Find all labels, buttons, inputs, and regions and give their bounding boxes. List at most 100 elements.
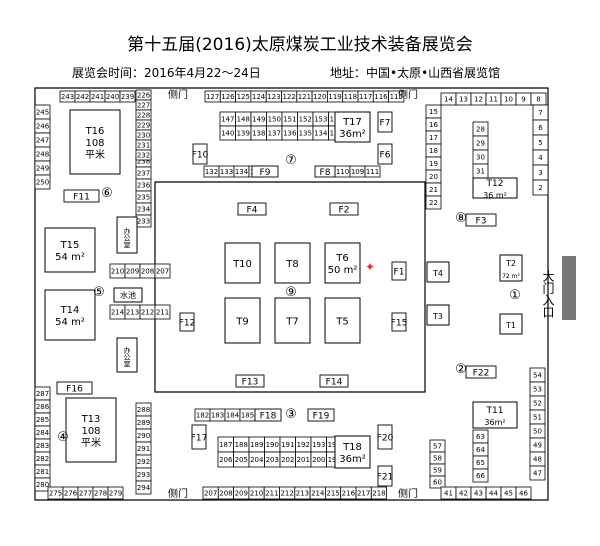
booth-cell[interactable]: 245 [34, 104, 51, 120]
booth-t8[interactable]: T8 [274, 242, 311, 284]
booth-cell[interactable]: 122 [281, 90, 298, 103]
booth-f1[interactable]: F1 [391, 261, 407, 281]
booth-cell[interactable]: 275 [47, 486, 64, 500]
booth-cell[interactable]: 240 [104, 90, 121, 103]
booth-cell[interactable]: 46 [515, 486, 532, 500]
booth-cell[interactable]: 140 [219, 125, 236, 141]
booth-cell[interactable]: 44 [485, 486, 502, 500]
booth-cell[interactable]: 134 [312, 125, 329, 141]
booth-cell[interactable]: 149 [250, 111, 267, 127]
booth-cell[interactable]: 209 [233, 486, 250, 500]
booth-f9[interactable]: F9 [251, 165, 279, 178]
booth-cell[interactable]: 213 [124, 304, 141, 320]
booth-cell[interactable]: 242 [74, 90, 91, 103]
booth-cell[interactable]: 29 [472, 135, 489, 151]
booth-cell[interactable]: 205 [233, 451, 250, 468]
booth-cell[interactable]: 151 [281, 111, 298, 127]
booth-cell[interactable]: 14 [440, 92, 457, 106]
booth-cell[interactable]: 294 [135, 480, 152, 495]
booth-cell[interactable]: 30 [472, 149, 489, 165]
booth-cell[interactable]: 28 [472, 121, 489, 137]
booth-cell[interactable]: 182 [194, 408, 211, 422]
booth-cell[interactable]: 45 [500, 486, 517, 500]
booth-cell[interactable]: 119 [326, 90, 344, 103]
booth-cell[interactable]: 15 [425, 104, 442, 119]
booth-cell[interactable]: 139 [235, 125, 252, 141]
booth-cell[interactable]: 193 [310, 436, 327, 453]
booth-t4[interactable]: T4 [426, 261, 450, 283]
booth-cell[interactable]: 116 [372, 90, 389, 103]
booth-t7[interactable]: T7 [274, 297, 311, 344]
booth-cell[interactable]: 211 [263, 486, 280, 500]
booth-cell[interactable]: 278 [92, 486, 109, 500]
booth-cell[interactable]: 246 [34, 118, 51, 134]
booth-cell[interactable]: 19 [425, 156, 442, 171]
booth-cell[interactable]: 65 [472, 455, 489, 470]
booth-cell[interactable]: 120 [311, 90, 328, 103]
booth-cell[interactable]: 283 [34, 438, 51, 453]
booth-cell[interactable]: 41 [440, 486, 457, 500]
booth-cell[interactable]: 288 [135, 402, 152, 417]
booth-cell[interactable]: 42 [455, 486, 472, 500]
booth-cell[interactable]: 250 [34, 174, 51, 190]
booth-cell[interactable]: 290 [135, 428, 152, 443]
booth-cell[interactable]: 54 [529, 367, 546, 383]
booth-cell[interactable]: 203 [264, 451, 281, 468]
booth-cell[interactable]: 227 [135, 99, 152, 111]
booth-cell[interactable]: 229 [135, 119, 152, 131]
booth-cell[interactable]: 132 [203, 165, 220, 178]
booth-cell[interactable]: 204 [248, 451, 265, 468]
booth-cell[interactable]: 226 [135, 89, 152, 101]
booth-cell[interactable]: 127 [204, 90, 221, 103]
booth-t10[interactable]: T10 [224, 242, 261, 284]
booth-cell[interactable]: 207 [202, 486, 219, 500]
booth-f22[interactable]: F22 [465, 365, 497, 379]
booth-cell[interactable]: 247 [34, 132, 51, 148]
booth-cell[interactable]: 281 [34, 464, 51, 479]
booth-cell[interactable]: 31 [472, 163, 489, 179]
booth-cell[interactable]: 276 [62, 486, 79, 500]
booth-cell[interactable]: 11 [485, 92, 502, 106]
booth-cell[interactable]: 50 [529, 423, 546, 439]
booth-cell[interactable]: 200 [310, 451, 327, 468]
booth-f7[interactable]: F7 [377, 111, 393, 133]
booth-cell[interactable]: 206 [217, 451, 234, 468]
booth-cell[interactable]: 208 [217, 486, 235, 500]
booth-cell[interactable]: 189 [248, 436, 265, 453]
booth-cell[interactable]: 18 [425, 143, 442, 158]
booth-t1[interactable]: T1 [499, 313, 523, 335]
booth-cell[interactable]: 216 [340, 486, 357, 500]
booth-cell[interactable]: 214 [309, 486, 326, 500]
booth-cell[interactable]: 3 [532, 164, 549, 181]
booth-cell[interactable]: 280 [34, 477, 51, 492]
booth-cell[interactable]: 239 [119, 90, 136, 103]
booth-cell[interactable]: 190 [264, 436, 281, 453]
booth-cell[interactable]: 234 [135, 202, 152, 216]
booth-cell[interactable]: 279 [107, 486, 124, 500]
booth-cell[interactable]: 237 [135, 166, 152, 180]
booth-cell[interactable]: 2 [532, 179, 549, 196]
booth-cell[interactable]: 12 [470, 92, 487, 106]
booth-cell[interactable]: 63 [472, 429, 489, 444]
booth-cell[interactable]: 212 [139, 304, 156, 320]
booth-cell[interactable]: 110 [334, 165, 351, 178]
booth-cell[interactable]: 115 [388, 90, 405, 103]
booth-cell[interactable]: 232 [135, 149, 152, 161]
booth-cell[interactable]: 152 [297, 111, 314, 127]
booth-cell[interactable]: 109 [349, 165, 366, 178]
booth-f21[interactable]: F21 [377, 465, 394, 487]
booth-cell[interactable]: 188 [233, 436, 250, 453]
booth-cell[interactable]: 293 [135, 467, 152, 482]
booth-f20[interactable]: F20 [377, 424, 394, 450]
booth-cell[interactable]: 153 [312, 111, 329, 127]
booth-cell[interactable]: 16 [425, 117, 442, 132]
booth-t3[interactable]: T3 [426, 304, 450, 326]
booth-cell[interactable]: 111 [364, 165, 381, 178]
booth-f2[interactable]: F2 [329, 202, 359, 216]
booth-f19[interactable]: F19 [307, 408, 335, 422]
booth-cell[interactable]: 201 [295, 451, 312, 468]
booth-cell[interactable]: 5 [532, 134, 549, 151]
